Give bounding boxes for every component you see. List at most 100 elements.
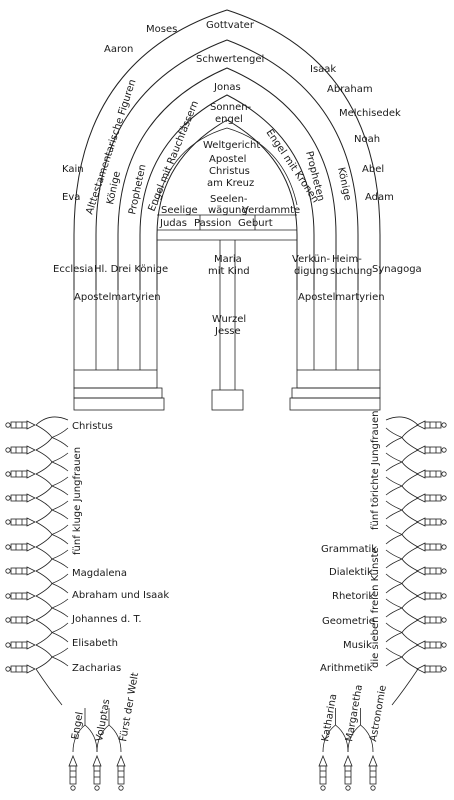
archivolts bbox=[73, 9, 381, 290]
label-apostelmartyrien-right: Apostelmartyrien bbox=[298, 292, 385, 303]
label-christus: Christus bbox=[72, 421, 113, 432]
label-geburt: Geburt bbox=[238, 218, 273, 229]
tympanum: Weltgericht Apostel Christus am Kreuz Se… bbox=[159, 140, 300, 229]
label-rhetorik: Rhetorik bbox=[332, 591, 374, 602]
bottom-figures bbox=[68, 708, 378, 791]
label-ecclesia: Ecclesia bbox=[53, 264, 93, 275]
column-figure-icon bbox=[5, 591, 36, 601]
label-bottom-voluptas: Voluptas bbox=[94, 698, 112, 742]
label-sonnen: Sonnen- bbox=[210, 102, 252, 113]
label-kluge-jungfrauen: fünf kluge Jungfrauen bbox=[72, 447, 83, 555]
column-figure-icon bbox=[5, 640, 36, 650]
column-figure-icon bbox=[416, 664, 447, 674]
label-verkuendigung-1: Verkün- bbox=[292, 254, 330, 265]
label-elisabeth: Elisabeth bbox=[72, 638, 118, 649]
column-figure-icon bbox=[5, 420, 36, 430]
jamb-labels: Ecclesia Hl. Drei Könige Verkün- digung … bbox=[53, 254, 422, 337]
right-wall-labels: Grammatik Dialektik Rhetorik Geometrie M… bbox=[320, 411, 389, 743]
label-moses: Moses bbox=[146, 24, 177, 35]
label-toerichte-jungfrauen: fünf törichte Jungfrauen bbox=[370, 411, 381, 530]
label-hl-drei-koenige: Hl. Drei Könige bbox=[94, 264, 168, 275]
label-heimsuchung-2: suchung bbox=[330, 266, 372, 277]
label-magdalena: Magdalena bbox=[72, 568, 127, 579]
label-mit-kind: mit Kind bbox=[208, 266, 250, 277]
label-seelige: Seelige bbox=[161, 205, 198, 216]
column-figure-icon bbox=[5, 615, 36, 625]
label-freie-kuenste: die sieben freien Künste bbox=[370, 547, 381, 668]
outer-arch-labels: Gottvater Moses Aaron Isaak Abraham Melc… bbox=[62, 20, 401, 203]
label-christus-kreuz: Christus bbox=[209, 166, 250, 177]
right-wall bbox=[385, 416, 447, 706]
column-figure-icon bbox=[5, 469, 36, 479]
column-figure-icon bbox=[416, 542, 447, 552]
left-wall-labels: Christus Magdalena Abraham und Isaak Joh… bbox=[70, 421, 169, 743]
column-figure-icon bbox=[92, 754, 102, 791]
label-zacharias: Zacharias bbox=[72, 663, 121, 674]
label-wurzel: Wurzel bbox=[212, 314, 246, 325]
label-bottom-margaretha: Margaretha bbox=[344, 684, 365, 743]
label-schwertengel: Schwertengel bbox=[196, 54, 264, 65]
label-heimsuchung-1: Heim- bbox=[332, 254, 362, 265]
label-abraham: Abraham bbox=[327, 84, 373, 95]
column-figure-icon bbox=[5, 664, 36, 674]
column-figure-icon bbox=[5, 493, 36, 503]
label-abel: Abel bbox=[362, 164, 384, 175]
label-judas: Judas bbox=[159, 218, 187, 229]
keystones: Schwertengel Jonas Sonnen- engel bbox=[196, 54, 264, 125]
column-figure-icon bbox=[343, 754, 353, 791]
column-figure-icon bbox=[116, 754, 126, 791]
column-figure-icon bbox=[5, 566, 36, 576]
label-kain: Kain bbox=[62, 164, 84, 175]
label-bottom-astronomie: Astronomie bbox=[368, 684, 389, 742]
label-jonas: Jonas bbox=[213, 82, 241, 93]
column-figure-icon bbox=[416, 493, 447, 503]
column-figure-icon bbox=[416, 640, 447, 650]
jambs bbox=[73, 240, 381, 411]
label-isaak: Isaak bbox=[310, 64, 336, 75]
label-musik: Musik bbox=[343, 640, 372, 651]
label-apostelmartyrien-left: Apostelmartyrien bbox=[74, 292, 161, 303]
label-bottom-katharina: Katharina bbox=[320, 693, 339, 742]
label-arithmetik: Arithmetik bbox=[320, 663, 373, 674]
label-verkuendigung-2: digung bbox=[294, 266, 329, 277]
label-engel-rauch: Engel mit Rauchfässern bbox=[147, 99, 202, 213]
column-figure-icon bbox=[68, 754, 78, 791]
column-figure-icon bbox=[416, 566, 447, 576]
label-jesse: Jesse bbox=[214, 326, 241, 337]
column-figure-icon bbox=[416, 615, 447, 625]
label-waegung: wägung bbox=[208, 205, 248, 216]
column-figure-icon bbox=[416, 445, 447, 455]
column-figure-icon bbox=[416, 517, 447, 527]
label-synagoga: Synagoga bbox=[372, 264, 422, 275]
label-adam: Adam bbox=[365, 192, 394, 203]
label-johannes: Johannes d. T. bbox=[71, 614, 142, 625]
label-grammatik: Grammatik bbox=[321, 544, 377, 555]
label-dialektik: Dialektik bbox=[329, 567, 373, 578]
label-bottom-fuerst: Fürst der Welt bbox=[118, 672, 141, 743]
label-bottom-engel: Engel bbox=[70, 711, 86, 740]
label-eva: Eva bbox=[62, 192, 80, 203]
left-wall bbox=[5, 416, 69, 706]
column-figure-icon bbox=[416, 469, 447, 479]
label-passion: Passion bbox=[194, 218, 231, 229]
label-am-kreuz: am Kreuz bbox=[207, 178, 254, 189]
column-figure-icon bbox=[368, 754, 378, 791]
label-melchisedek: Melchisedek bbox=[339, 108, 401, 119]
label-engel: engel bbox=[215, 114, 243, 125]
label-geometrie: Geometrie bbox=[322, 616, 375, 627]
column-figure-icon bbox=[5, 517, 36, 527]
label-seelen: Seelen- bbox=[210, 194, 248, 205]
column-figure-icon bbox=[416, 420, 447, 430]
label-aaron: Aaron bbox=[104, 44, 133, 55]
label-verdammte: Verdammte bbox=[242, 205, 300, 216]
column-figure-icon bbox=[5, 445, 36, 455]
column-figure-icon bbox=[416, 591, 447, 601]
label-gottvater: Gottvater bbox=[206, 20, 255, 31]
label-abraham-isaak: Abraham und Isaak bbox=[72, 590, 169, 601]
label-apostel: Apostel bbox=[209, 154, 246, 165]
column-figure-icon bbox=[318, 754, 328, 791]
label-maria: Maria bbox=[214, 254, 242, 265]
column-figure-icon bbox=[5, 542, 36, 552]
